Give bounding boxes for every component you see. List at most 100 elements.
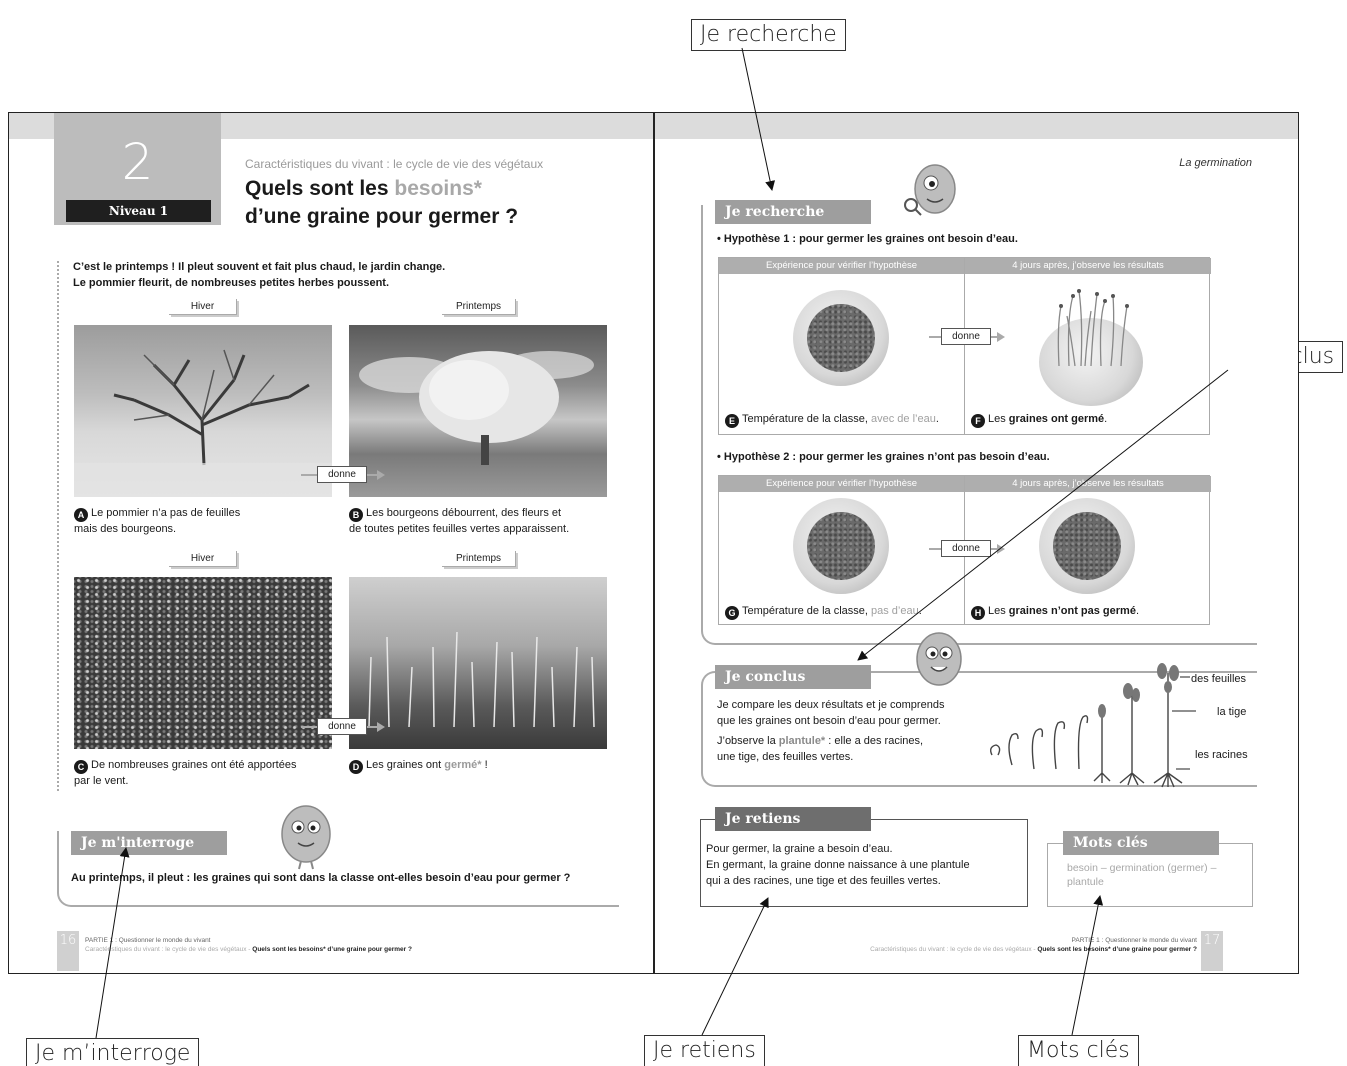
caption-d-highlight: germé* <box>444 759 482 771</box>
label-tige: la tige <box>1217 706 1247 718</box>
conclus-line3c: : elle a des racines, <box>825 735 924 747</box>
caption-d-end: ! <box>481 759 488 771</box>
page-divider <box>653 113 655 973</box>
caption-d-text: Les graines ont <box>366 759 445 771</box>
title-part1: Quels sont les <box>245 177 395 200</box>
conclus-line1: Je compare les deux résultats et je comp… <box>717 699 945 711</box>
sprouts-f-drawing <box>1057 289 1129 367</box>
interroge-heading: Je m'interroge <box>71 831 227 855</box>
caption-c-line1: De nombreuses graines ont été apportées <box>91 759 297 771</box>
caption-b-line2: de toutes petites feuilles vertes appara… <box>349 523 570 535</box>
niveau-badge: Niveau 1 <box>66 200 211 222</box>
donne-label-4: donne <box>941 540 991 557</box>
table1-header-obs: 4 jours après, j’observe les résultats <box>965 258 1211 274</box>
badge-f: F <box>971 414 985 428</box>
label-feuilles: des feuilles <box>1191 673 1247 685</box>
callout-je-minterroge: Je m’interroge <box>26 1038 200 1066</box>
footer-right-bold: Quels sont les besoins* d’une graine pou… <box>1037 946 1197 953</box>
mascot-conclus-icon <box>916 632 962 686</box>
caption-e-highlight: avec de l’eau <box>871 413 936 425</box>
footer-left-light: Caractéristiques du vivant : le cycle de… <box>85 946 253 953</box>
badge-d: D <box>349 760 363 774</box>
caption-e-text: Température de la classe, <box>742 413 872 425</box>
retiens-line1: Pour germer, la graine a besoin d’eau. <box>706 843 893 855</box>
caption-b-line1: Les bourgeons débourrent, des fleurs et <box>366 507 562 519</box>
donne-label-2: donne <box>317 718 367 735</box>
tree-spring-drawing <box>359 351 594 465</box>
caption-h-end: . <box>1135 605 1140 617</box>
dotted-margin-line <box>57 261 59 791</box>
caption-g-highlight: pas d’eau <box>871 605 919 617</box>
retiens-line2: En germant, la graine donne naissance à … <box>706 859 970 871</box>
donne-arrow-1 <box>377 470 385 480</box>
caption-f-end: . <box>1104 413 1108 425</box>
mascot-icon <box>281 805 331 870</box>
footer-left: PARTIE 1 : Questionner le monde du vivan… <box>85 936 412 954</box>
season-tag-hiver-2: Hiver <box>169 551 237 567</box>
badge-g: G <box>725 606 739 620</box>
conclus-line4: une tige, des feuilles vertes. <box>717 751 854 763</box>
caption-a-line1: Le pommier n’a pas de feuilles <box>91 507 241 519</box>
badge-c: C <box>74 760 88 774</box>
badge-e: E <box>725 414 739 428</box>
retiens-text: Pour germer, la graine a besoin d’eau. E… <box>706 841 970 889</box>
conclus-heading: Je conclus <box>715 665 871 689</box>
page-title: Quels sont les besoins* d’une graine pou… <box>245 175 518 231</box>
callout-mots-cles: Mots clés <box>1018 1035 1139 1066</box>
title-part2: d’une graine pour germer ? <box>245 205 519 228</box>
retiens-heading: Je retiens <box>715 807 871 831</box>
intro-text: C’est le printemps ! Il pleut souvent et… <box>73 259 445 291</box>
intro-line1: C’est le printemps ! Il pleut souvent et… <box>73 261 446 273</box>
table1-divider <box>964 258 965 434</box>
badge-b: B <box>349 508 363 522</box>
caption-c-line2: par le vent. <box>74 775 129 787</box>
interroge-box <box>57 831 619 907</box>
donne-label-1: donne <box>317 466 367 483</box>
donne-arrow-4 <box>997 544 1005 554</box>
caption-f-bold: graines ont germé <box>1008 413 1105 425</box>
photo-spring-tree <box>349 325 607 497</box>
caption-g-end: . <box>918 605 922 617</box>
chapter-label: La germination <box>1179 157 1252 169</box>
retiens-line3: qui a des racines, une tige et des feuil… <box>706 875 941 887</box>
footer-right: PARTIE 1 : Questionner le monde du vivan… <box>803 936 1197 954</box>
caption-f-text: Les <box>988 413 1009 425</box>
conclus-box <box>701 671 1257 787</box>
seeds-h <box>1053 512 1121 580</box>
mots-cles-text: besoin – germination (germer) – plantule <box>1067 861 1216 889</box>
footer-right-light: Caractéristiques du vivant : le cycle de… <box>870 946 1038 953</box>
season-tag-printemps-2: Printemps <box>442 551 516 567</box>
caption-h-bold: graines n’ont pas germé <box>1008 605 1136 617</box>
caption-a-line2: mais des bourgeons. <box>74 523 177 535</box>
book-spread: 2 Niveau 1 Caractéristiques du vivant : … <box>8 112 1299 974</box>
conclus-plantule: plantule* <box>778 735 826 747</box>
chapter-subtitle: Caractéristiques du vivant : le cycle de… <box>245 157 544 171</box>
table2-header-exp: Expérience pour vérifier l’hypothèse <box>719 476 964 492</box>
donne-arrow-2 <box>377 722 385 732</box>
germination-stages-drawing <box>989 663 1196 788</box>
title-highlight: besoins* <box>394 177 482 200</box>
hypothesis-2: • Hypothèse 2 : pour germer les graines … <box>717 451 1050 463</box>
caption-e-end: . <box>935 413 939 425</box>
page-number-left: 16 <box>57 931 79 971</box>
conclus-line3a: J’observe la <box>717 735 779 747</box>
mascot-magnifier-icon <box>904 164 956 216</box>
page-number-right: 17 <box>1201 931 1223 971</box>
season-tag-hiver-1: Hiver <box>169 299 237 315</box>
mots-cles-heading: Mots clés <box>1063 831 1219 855</box>
table1-header-exp: Expérience pour vérifier l’hypothèse <box>719 258 964 274</box>
donne-arrow-3 <box>997 332 1005 342</box>
footer-left-line1: PARTIE 1 : Questionner le monde du vivan… <box>85 937 211 944</box>
footer-left-bold: Quels sont les besoins* d’une graine pou… <box>252 946 412 953</box>
experiment-table-1: Expérience pour vérifier l’hypothèse 4 j… <box>718 257 1211 435</box>
callout-je-recherche: Je recherche <box>691 19 846 51</box>
mots-line2: plantule <box>1067 876 1104 888</box>
conclus-line2: que les graines ont besoin d’eau pour ge… <box>717 715 941 727</box>
chapter-number: 2 <box>121 133 154 191</box>
photo-seedlings <box>349 577 607 749</box>
